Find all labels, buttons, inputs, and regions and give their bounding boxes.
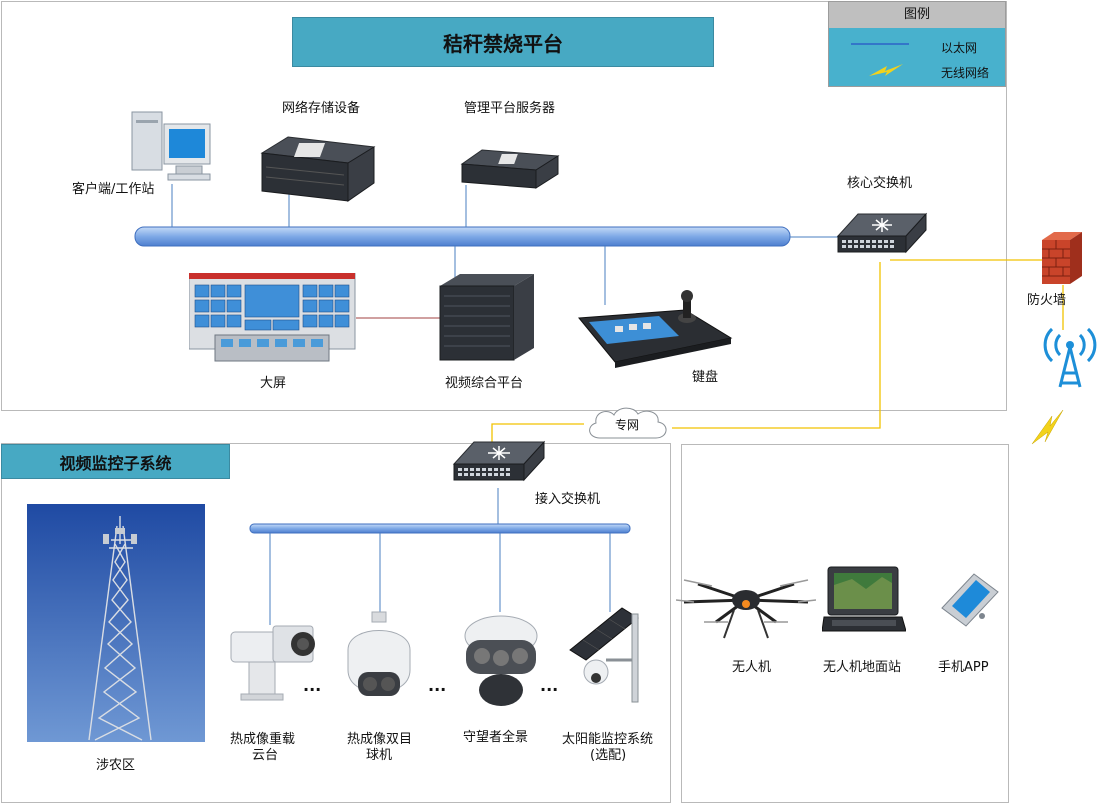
thermal-ptz-label-1: 热成像重载 (230, 732, 296, 747)
panorama-camera-icon (464, 615, 538, 706)
thermal-dome-label-1: 热成像双目 (347, 732, 413, 747)
lightning-legend-icon (869, 64, 903, 76)
sub-bus (249, 523, 631, 534)
big-screen-icon (189, 273, 356, 362)
core-to-private-link (672, 262, 881, 429)
keyboard-label: 键盘 (692, 370, 719, 385)
ground-station-icon (822, 566, 906, 632)
legend-symbols (851, 43, 909, 76)
tower-area-label: 涉农区 (96, 758, 136, 773)
core-switch-icon (836, 212, 928, 254)
firewall-label: 防火墙 (1027, 293, 1067, 308)
nas-icon (260, 136, 376, 202)
core-switch-label: 核心交换机 (847, 176, 913, 191)
panorama-label: 守望者全景 (463, 730, 529, 745)
legend: 图例 以太网 无线网络 (828, 1, 1006, 87)
ellipsis-3: ... (540, 676, 559, 695)
mobile-app-icon (941, 573, 999, 627)
server-label: 管理平台服务器 (464, 101, 556, 116)
private-network-cloud-icon (589, 407, 667, 439)
main-bus (134, 226, 791, 247)
private-network-label: 专网 (615, 418, 640, 432)
mobile-app-label: 手机APP (938, 660, 989, 675)
access-switch-icon (452, 440, 546, 482)
ellipsis-1: ... (303, 676, 322, 695)
thermal-dome-camera-icon (347, 611, 411, 696)
thermal-ptz-label-2: 云台 (252, 748, 279, 763)
legend-ethernet-label: 以太网 (941, 41, 978, 55)
platform-title: 秸秆禁烧平台 (292, 17, 714, 67)
big-screen-label: 大屏 (260, 376, 287, 391)
video-platform-icon (439, 274, 534, 361)
ground-station-label: 无人机地面站 (823, 660, 902, 675)
nas-label: 网络存储设备 (282, 101, 361, 116)
legend-wireless-label: 无线网络 (941, 66, 990, 80)
solar-label-2: (选配) (590, 748, 627, 763)
access-switch-label: 接入交换机 (535, 492, 601, 507)
wireless-lightning-icon (1031, 409, 1064, 445)
workstation-icon (131, 111, 211, 181)
drone-label: 无人机 (732, 660, 772, 675)
video-platform-label: 视频综合平台 (445, 376, 524, 391)
tower-photo (27, 504, 205, 742)
keyboard-icon (578, 290, 733, 368)
subsystem-title: 视频监控子系统 (1, 444, 230, 479)
solar-camera-icon (569, 607, 639, 703)
antenna-icon (1043, 327, 1097, 388)
firewall-icon (1042, 232, 1082, 284)
drone-icon (676, 579, 816, 639)
solar-label-1: 太阳能监控系统 (562, 732, 654, 747)
thermal-ptz-camera-icon (230, 625, 315, 701)
legend-title: 图例 (829, 2, 1005, 28)
client-label: 客户端/工作站 (72, 182, 155, 197)
server-icon (460, 149, 560, 189)
thermal-dome-label-2: 球机 (366, 748, 393, 763)
ellipsis-2: ... (428, 676, 447, 695)
